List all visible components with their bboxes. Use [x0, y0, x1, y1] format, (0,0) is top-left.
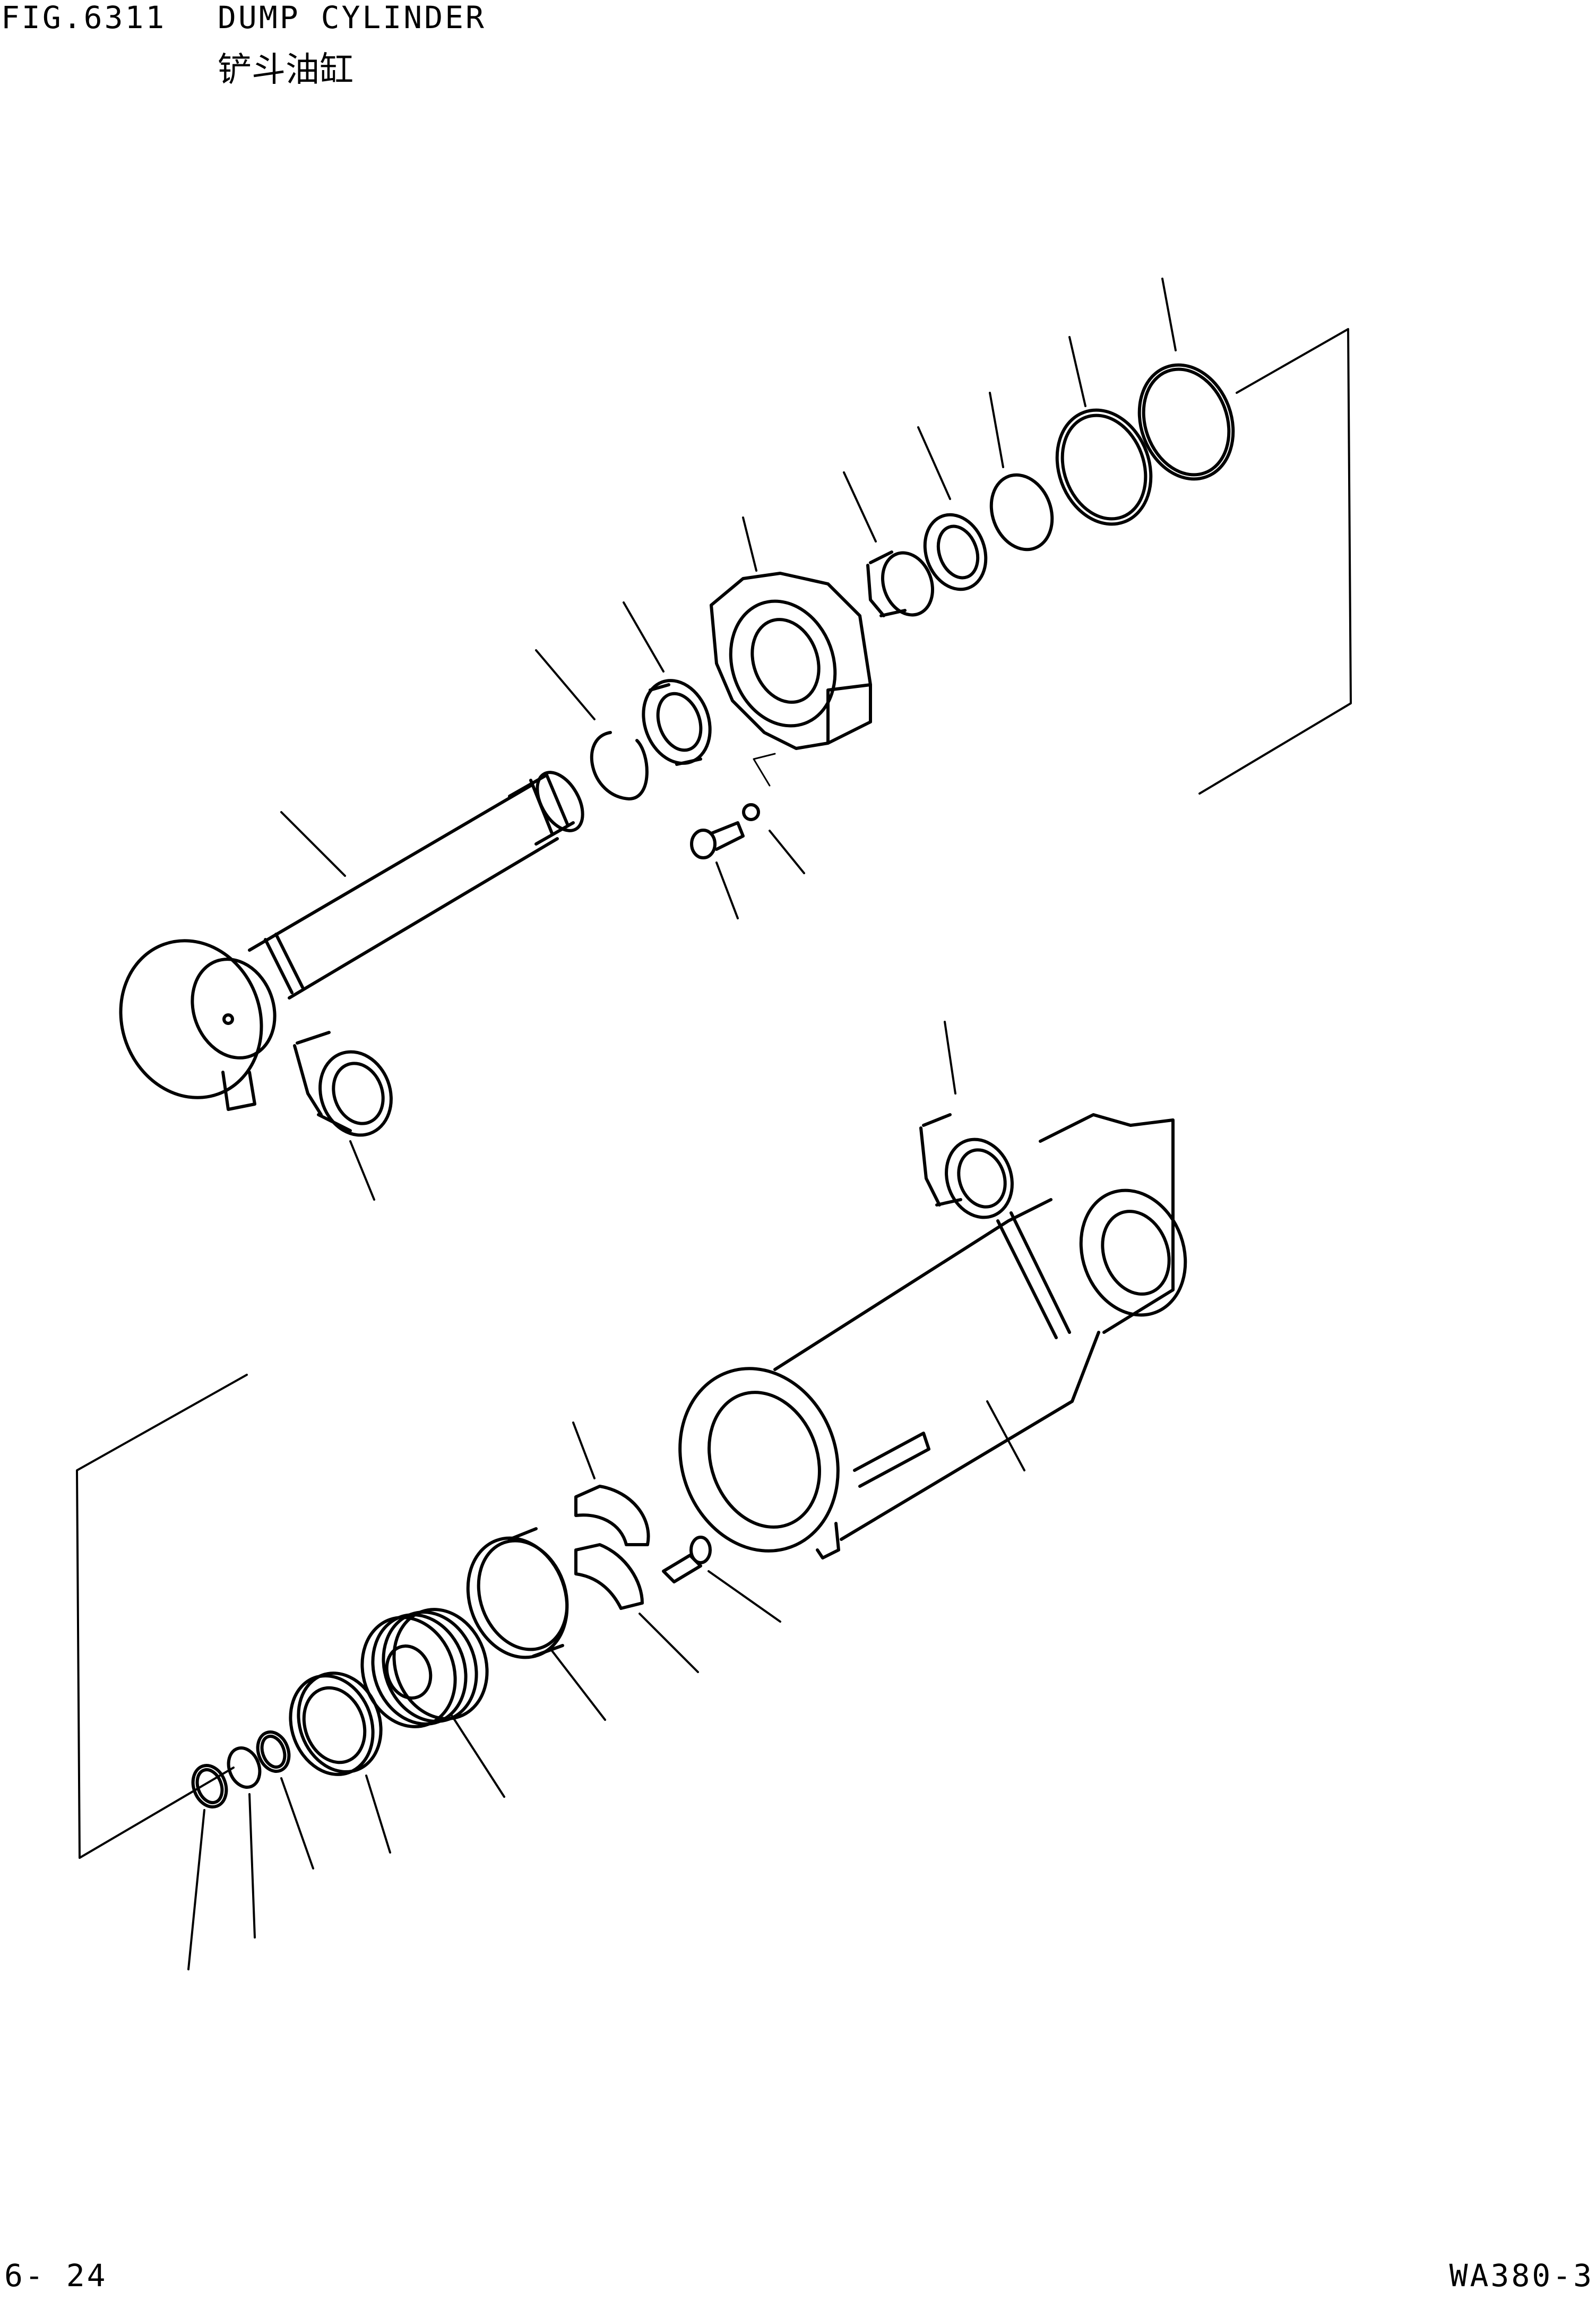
head-bushing	[866, 550, 935, 617]
rod-bearing	[642, 679, 712, 766]
buffer-ring	[923, 513, 988, 591]
wear-ring	[466, 1527, 569, 1659]
assembly-bracket-lower	[76, 1374, 248, 1859]
assembly-bracket-upper	[1198, 328, 1352, 795]
head-bolt	[690, 803, 760, 859]
backup-ring	[1055, 408, 1153, 526]
piston-backup-ring	[227, 1746, 262, 1789]
piston-o-ring	[256, 1730, 291, 1773]
rod-eye-bushing	[293, 1031, 393, 1137]
u-packing	[989, 473, 1054, 552]
piston-rod	[119, 771, 584, 1111]
piston-nut-segment-lower	[574, 1543, 644, 1610]
piston	[360, 1608, 489, 1728]
figure-title: DUMP CYLINDER	[218, 0, 486, 36]
cylinder-head	[710, 572, 872, 787]
figure-title-chinese: 铲斗油缸	[218, 50, 353, 90]
piston-seal-ring	[191, 1764, 228, 1808]
piston-ring	[289, 1672, 383, 1776]
tube-bolt	[662, 1536, 712, 1583]
snap-ring	[590, 731, 649, 800]
model-number: WA380-3	[1449, 2258, 1594, 2294]
leader-lines-upper	[280, 278, 1177, 1201]
o-ring	[1137, 363, 1235, 481]
piston-nut-segment-upper	[574, 1485, 650, 1546]
cylinder-tube	[678, 1113, 1187, 1560]
leader-lines-lower	[187, 1021, 1025, 1970]
figure-number: FIG.6311	[1, 0, 167, 36]
tube-bottom-bushing	[919, 1113, 1014, 1219]
page-number: 6- 24	[4, 2258, 108, 2294]
